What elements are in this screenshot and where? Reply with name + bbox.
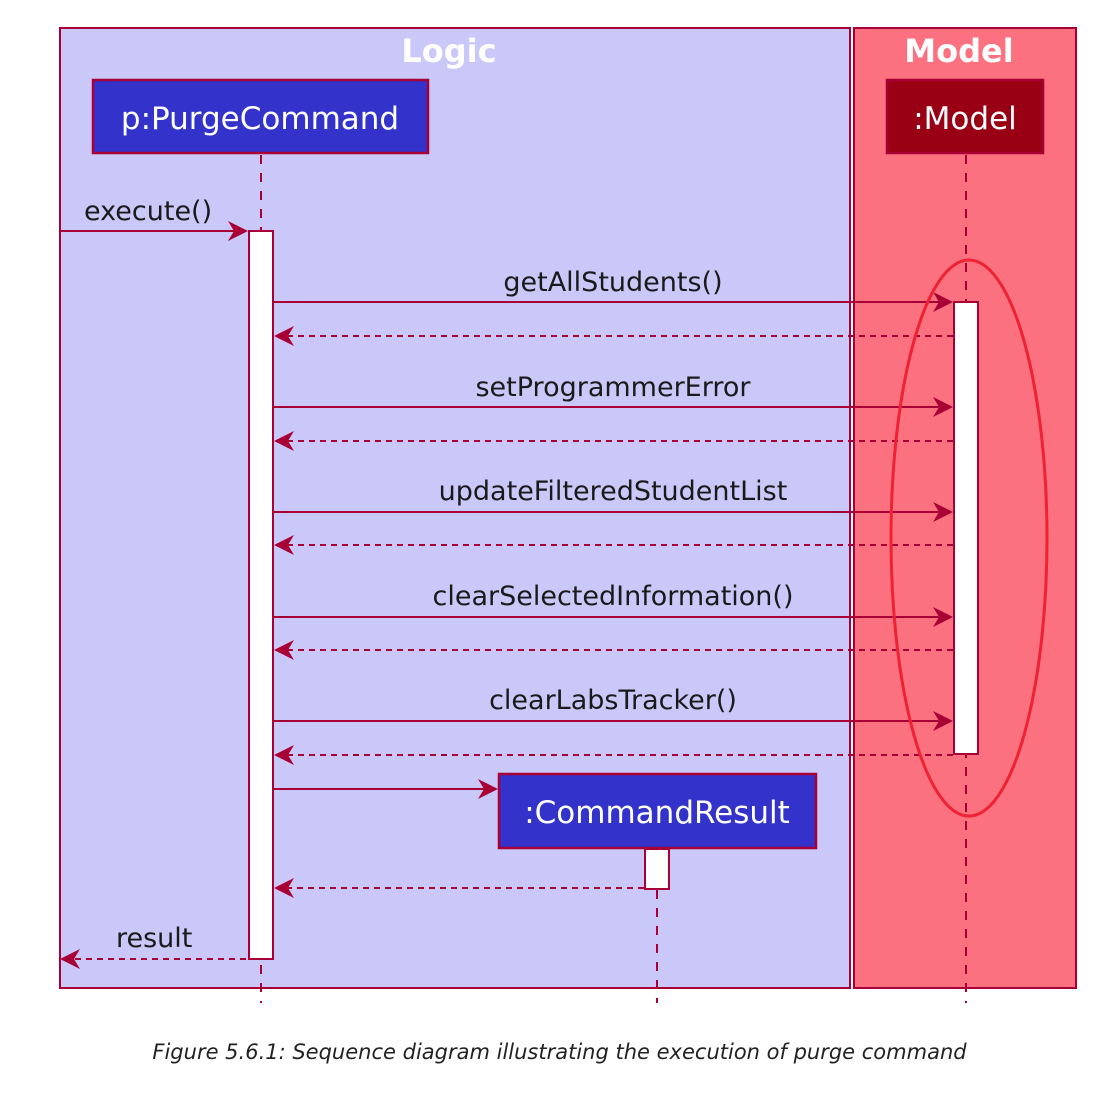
model-participant-label: :Model [913,101,1017,137]
purge-command-activation [248,230,274,960]
execute-label: execute() [84,196,212,227]
purge-command-label: p:PurgeCommand [121,101,399,137]
figure-caption: Figure 5.6.1: Sequence diagram illustrat… [152,1040,967,1064]
model-activation [953,301,979,755]
highlight-ellipse [889,258,1049,818]
set-programmer-error-label: setProgrammerError [475,372,751,403]
model-participant [885,78,1045,155]
purge-command-participant [91,78,430,155]
result-label: result [116,923,192,954]
logic-package-title: Logic [401,32,496,70]
update-filtered-student-list-label: updateFilteredStudentList [439,476,788,507]
get-all-students-label: getAllStudents() [503,267,722,298]
clear-labs-tracker-label: clearLabsTracker() [489,685,737,716]
clear-selected-information-label: clearSelectedInformation() [432,581,793,612]
command-result-activation [644,848,670,890]
command-result-label: :CommandResult [524,795,790,831]
sequence-diagram: Logic Model p:PurgeCommand :Model execut… [59,27,1077,1003]
model-package-title: Model [904,32,1013,70]
